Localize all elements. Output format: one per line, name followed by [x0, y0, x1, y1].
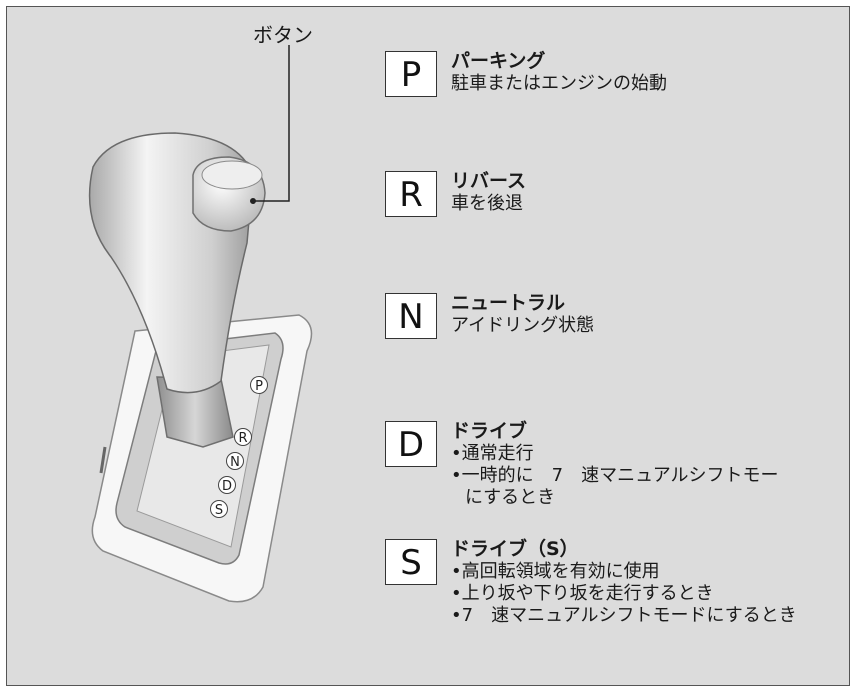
position-text-s: ドライブ（S） •高回転領域を有効に使用 •上り坂や下り坂を走行するとき •7 …	[451, 537, 797, 627]
knob-button-top	[201, 160, 263, 190]
position-title-n: ニュートラル	[451, 292, 566, 314]
gate-label-circle-s	[210, 500, 228, 518]
position-line: •一時的に 7 速マニュアルシフトモー	[451, 465, 779, 486]
position-letter-p: P	[385, 51, 437, 97]
position-text-r: リバース 車を後退	[451, 169, 526, 215]
position-title-p: パーキング	[451, 50, 546, 72]
gate-label-r: R	[238, 431, 247, 446]
callout-label-button: ボタン	[253, 23, 313, 47]
position-title-r: リバース	[451, 170, 527, 192]
shift-lever-illustration: P R N D S	[88, 45, 313, 603]
position-line: •高回転領域を有効に使用	[451, 561, 660, 582]
position-line: 駐車またはエンジンの始動	[451, 73, 667, 94]
position-line: アイドリング状態	[451, 315, 595, 336]
gate-labels: P R N D S	[210, 376, 268, 518]
gate-label-s: S	[215, 503, 223, 518]
position-text-n: ニュートラル アイドリング状態	[451, 291, 594, 337]
position-line: 車を後退	[451, 193, 523, 214]
position-text-d: ドライブ •通常走行 •一時的に 7 速マニュアルシフトモー にするとき	[451, 419, 779, 509]
gate-label-circle-p	[250, 376, 268, 394]
position-title-s: ドライブ（S）	[451, 538, 579, 560]
position-letter-s: S	[385, 539, 437, 585]
position-letter-d: D	[385, 421, 437, 467]
position-letter-n: N	[385, 293, 437, 339]
diagram-frame: P R N D S ボタン P パーキング 駐車またはエンジンの始動 R リバー…	[6, 6, 850, 686]
position-title-d: ドライブ	[451, 420, 528, 442]
gate-label-circle-r	[234, 428, 252, 446]
gate-marker-line	[99, 446, 107, 474]
gate-label-d: D	[222, 479, 232, 494]
position-line: •上り坂や下り坂を走行するとき	[451, 583, 714, 604]
callout-leader-line	[253, 45, 290, 202]
callout-leader-dot	[250, 198, 256, 204]
gate-label-circle-n	[226, 452, 244, 470]
position-line: にするとき	[465, 487, 556, 508]
position-letter-r: R	[385, 171, 437, 217]
gate-label-n: N	[230, 455, 240, 470]
gate-label-p: P	[255, 379, 263, 394]
position-line: •通常走行	[451, 443, 534, 464]
gate-label-circle-d	[218, 476, 236, 494]
position-line: •7 速マニュアルシフトモードにするとき	[451, 605, 797, 626]
position-text-p: パーキング 駐車またはエンジンの始動	[451, 49, 667, 95]
